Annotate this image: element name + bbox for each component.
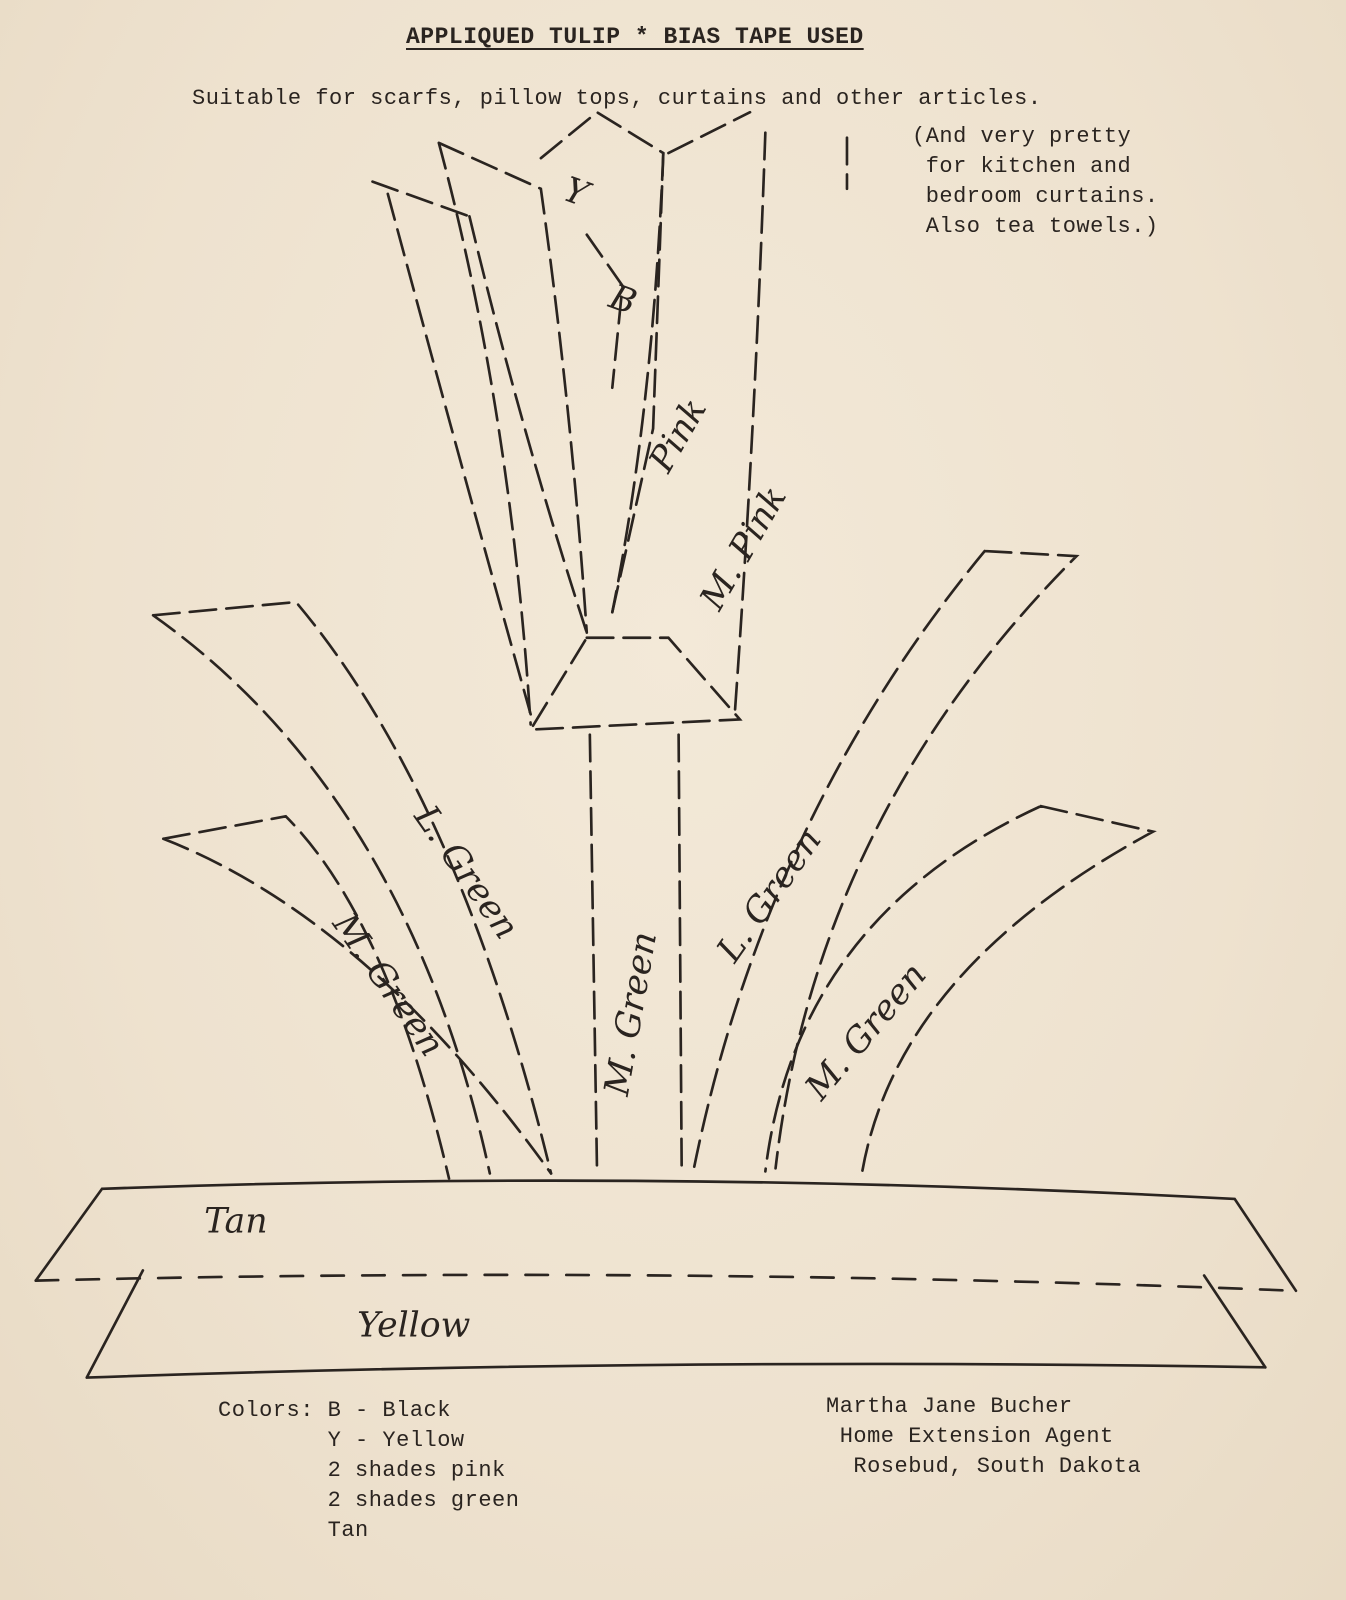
label-tan: Tan: [204, 1202, 267, 1242]
signature-name: Martha Jane Bucher: [826, 1394, 1073, 1419]
label-m-green: M. Green: [324, 905, 452, 1064]
colors-list: Colors: B - Black Y - Yellow 2 shades pi…: [218, 1396, 519, 1546]
stem-outline: [588, 733, 683, 1170]
leaf-outline: [371, 180, 589, 716]
label-m-green: M. Green: [797, 956, 935, 1109]
signature-location: Rosebud, South Dakota: [826, 1454, 1142, 1479]
side-note: (And very pretty for kitchen and bedroom…: [912, 122, 1159, 242]
fold-line: [34, 1273, 1298, 1293]
base-outline: [85, 1269, 1267, 1379]
note-line: for kitchen and: [912, 154, 1132, 179]
color-item: Tan: [218, 1518, 369, 1543]
label-y: Y: [558, 170, 596, 216]
petal-left-outline: [437, 141, 589, 726]
label-yellow: Yellow: [357, 1306, 470, 1346]
flower-base-outline: [528, 636, 743, 732]
petal-right-outline: [610, 110, 767, 716]
leaf-outline: [151, 600, 553, 1175]
label-l-green: L. Green: [405, 798, 526, 947]
label-l-green: L. Green: [709, 821, 830, 970]
subtitle: Suitable for scarfs, pillow tops, curtai…: [192, 86, 1042, 111]
color-item: 2 shades green: [218, 1488, 520, 1513]
signature-block: Martha Jane Bucher Home Extension Agent …: [826, 1392, 1141, 1482]
color-item: Y - Yellow: [218, 1428, 465, 1453]
label-pink: Pink: [641, 392, 715, 480]
label-b: B: [603, 277, 642, 324]
leaf-outline: [692, 549, 1080, 1170]
page-title: APPLIQUED TULIP * BIAS TAPE USED: [406, 24, 864, 50]
leaf-outline: [161, 814, 553, 1180]
color-item: 2 shades pink: [218, 1458, 506, 1483]
note-line: bedroom curtains.: [912, 184, 1159, 209]
label-m-green: M. Green: [597, 929, 665, 1100]
signature-title: Home Extension Agent: [826, 1424, 1114, 1449]
note-line: Also tea towels.): [912, 214, 1159, 239]
base-outline: [34, 1179, 1298, 1293]
petal-center-outline: [539, 110, 665, 614]
color-item: Colors: B - Black: [218, 1398, 451, 1423]
leaf-outline: [764, 804, 1157, 1173]
note-line: (And very pretty: [912, 124, 1132, 149]
